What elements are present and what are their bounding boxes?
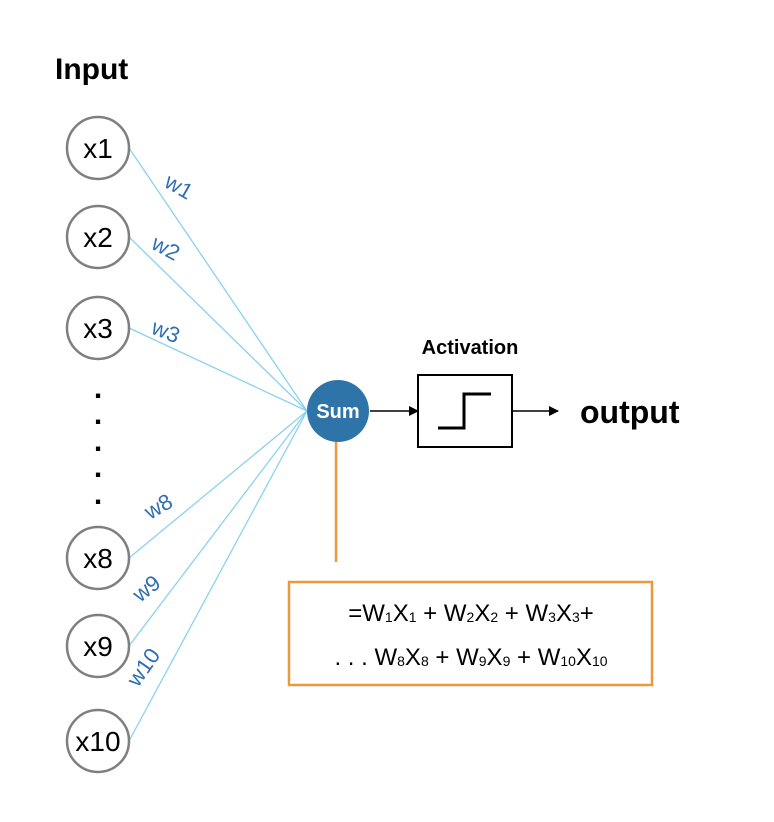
formula-subscript: 8: [397, 653, 405, 669]
ellipsis-dot: .: [94, 372, 102, 405]
formula-term: X: [474, 600, 491, 627]
formula-subscript: 2: [490, 609, 499, 625]
input-node-x10: [65, 708, 131, 774]
formula-subscript: 3: [571, 609, 580, 625]
formula-term: + W: [510, 644, 561, 671]
connections: [128, 147, 308, 742]
formula-line-1: =W1X1 + W2X2 + W3X3+: [290, 600, 652, 628]
formula-line-2: . . . W8X8 + W9X9 + W10X10: [290, 644, 652, 672]
input-node-x3: [65, 295, 131, 361]
formula-subscript: 9: [478, 653, 487, 669]
formula-subscript: 8: [420, 653, 429, 669]
connection-x10: [128, 410, 308, 742]
connection-x9: [128, 410, 308, 647]
weight-label-w9: w9: [127, 570, 165, 608]
formula-term: X: [392, 600, 409, 627]
formula-term: X: [555, 600, 572, 627]
formula-box: [287, 580, 654, 687]
formula-subscript: 3: [548, 609, 556, 625]
sum-label: Sum: [316, 401, 359, 423]
ellipsis-dot: .: [94, 451, 102, 484]
formula-term: X: [404, 644, 421, 671]
formula-term: X: [486, 644, 503, 671]
input-node-x2: [65, 204, 131, 270]
input-label-x9: x9: [83, 631, 113, 662]
ellipsis-dot: .: [94, 478, 102, 511]
formula-term: + W: [416, 600, 467, 627]
sum-node: [307, 380, 369, 442]
weight-label-w8: w8: [139, 489, 177, 525]
connection-x8: [128, 410, 308, 559]
input-label-x3: x3: [83, 313, 113, 344]
input-node-x8: [65, 525, 131, 591]
input-nodes: x1 x2 x3 x8 x9 x10: [65, 115, 131, 774]
formula-term: =W: [348, 600, 385, 627]
formula-subscript: 10: [591, 653, 608, 669]
weight-label-w3: w3: [147, 314, 183, 348]
formula-term: + W: [498, 600, 549, 627]
formula-subscript: 9: [502, 653, 511, 669]
weight-label-w1: w1: [160, 168, 198, 204]
ellipsis-dot: .: [94, 398, 102, 431]
connection-x2: [128, 236, 308, 412]
input-label-x8: x8: [83, 543, 113, 574]
formula-term: . . . W: [334, 644, 398, 671]
connection-x3: [128, 327, 308, 412]
input-title: Input: [55, 53, 128, 86]
activation-label: Activation: [422, 337, 519, 359]
formula-term: +: [579, 600, 594, 627]
step-function-icon: [438, 392, 491, 430]
connection-x1: [128, 147, 308, 412]
formula-subscript: 10: [560, 653, 576, 669]
input-node-x1: [65, 115, 131, 181]
formula-term: + W: [428, 644, 479, 671]
formula-subscript: 1: [384, 609, 393, 625]
formula-subscript: 2: [466, 609, 475, 625]
ellipsis: .....: [94, 372, 102, 511]
formula-term: X: [575, 644, 592, 671]
input-node-x9: [65, 613, 131, 679]
output-label: output: [580, 394, 680, 430]
input-label-x2: x2: [83, 222, 113, 253]
input-label-x1: x1: [83, 133, 113, 164]
ellipsis-dot: .: [94, 425, 102, 458]
formula-subscript: 1: [408, 609, 417, 625]
input-label-x10: x10: [75, 726, 120, 757]
